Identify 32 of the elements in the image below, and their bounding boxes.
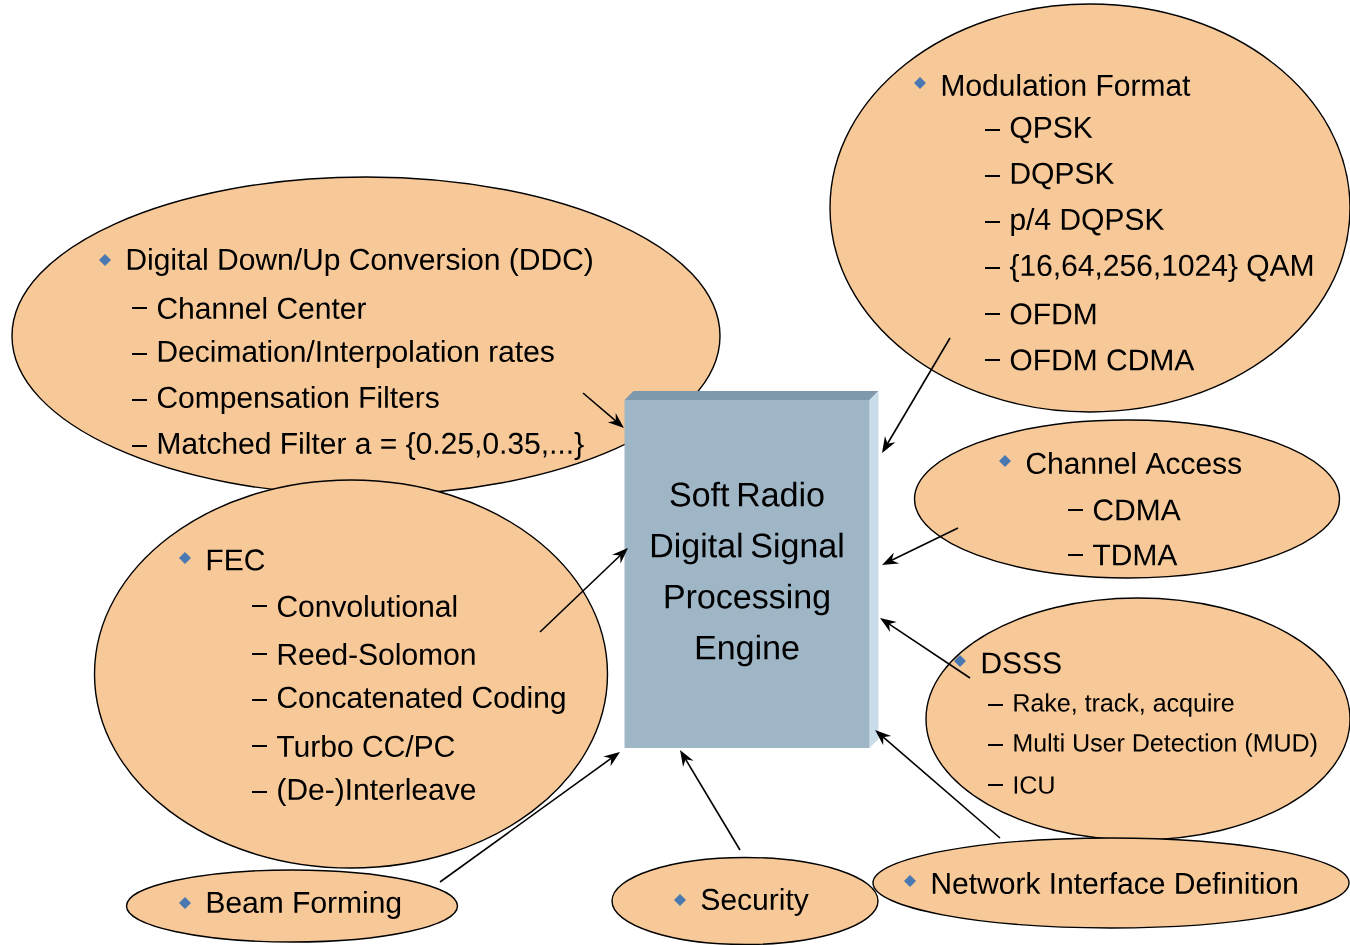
- item-text: QPSK: [1010, 116, 1093, 144]
- arrow: [875, 730, 1001, 839]
- item-text: p/4 DQPSK: [1011, 208, 1165, 236]
- item-text: Matched Filter a = {0.25,0.35,...}: [158, 432, 584, 460]
- item-text: Channel Center: [157, 297, 366, 319]
- item-text: Multi User Detection (MUD): [1014, 733, 1317, 757]
- heading-text: Security: [701, 888, 809, 916]
- item-text: Rake, track, acquire: [1014, 693, 1234, 717]
- item-text: CDMA: [1093, 499, 1181, 521]
- engine-block: Soft Radio Digital Signal Processing Engine: [624, 391, 879, 748]
- item-text: (De-)Interleave: [278, 778, 476, 806]
- item-text: OFDM CDMA: [1010, 349, 1195, 371]
- heading-text: Digital Down/Up Conversion (DDC): [127, 248, 592, 276]
- item-text: Convolutional: [277, 595, 457, 617]
- item-text: OFDM: [1010, 303, 1096, 325]
- item-text: Reed-Solomon: [278, 643, 475, 665]
- heading-text: DSSS: [982, 652, 1061, 674]
- heading-text: FEC: [207, 549, 265, 571]
- item-text: {16,64,256,1024} QAM: [1009, 254, 1313, 282]
- heading-text: Channel Access: [1026, 452, 1241, 474]
- item-text: Turbo CC/PC: [277, 735, 455, 757]
- item-text: ICU: [1014, 776, 1054, 794]
- arrow: [582, 392, 624, 428]
- arrow: [539, 548, 628, 633]
- item-text: Concatenated Coding: [277, 686, 565, 714]
- item-text: Decimation/Interpolation rates: [158, 340, 554, 368]
- heading-text: Beam Forming: [207, 891, 401, 919]
- item-text: Compensation Filters: [157, 386, 439, 414]
- heading-text: Network Interface Definition: [932, 872, 1297, 894]
- item-text: DQPSK: [1011, 162, 1115, 190]
- heading-text: Modulation Format: [942, 74, 1191, 96]
- item-text: TDMA: [1093, 544, 1178, 566]
